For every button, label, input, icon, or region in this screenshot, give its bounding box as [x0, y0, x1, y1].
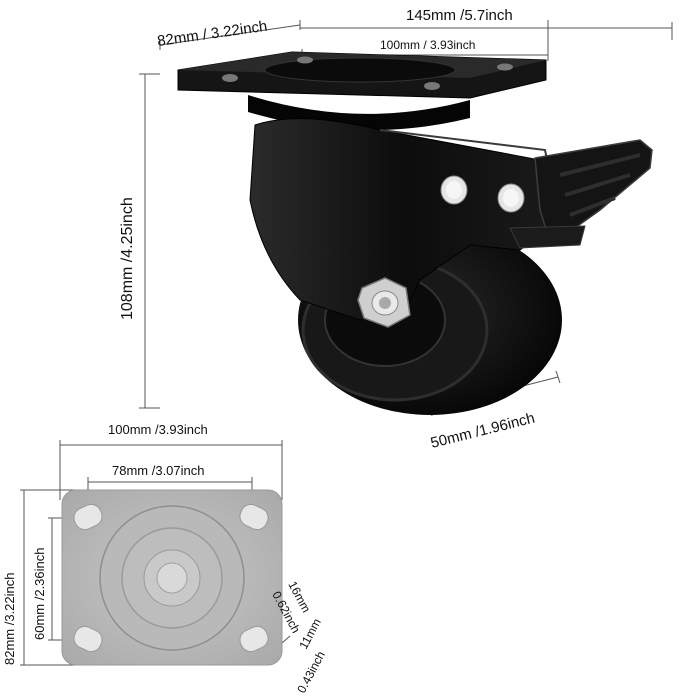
wheel-width-label: 50mm /1.96inch [429, 410, 537, 452]
mounting-plate-bottom-view [61, 489, 283, 666]
hole-spacing-y-label: 60mm /2.36inch [32, 548, 47, 641]
caster-illustration [177, 51, 653, 415]
mounting-slot [239, 503, 269, 531]
mounting-slot [73, 625, 103, 653]
fork [249, 118, 561, 321]
hole-spacing-x-label: 78mm /3.07inch [112, 463, 205, 478]
slot-width-mm-label: 11mm [296, 616, 324, 651]
overall-length-label: 145mm /5.7inch [406, 7, 513, 24]
top-plate-width-label: 82mm / 3.22inch [156, 18, 268, 50]
mounting-slot [239, 625, 269, 653]
plate-hole [222, 74, 238, 82]
plate-width-bottom-label: 100mm /3.93inch [108, 422, 208, 437]
mounting-slot [73, 503, 103, 531]
hole-spacing-top-label: 100mm / 3.93inch [380, 38, 475, 52]
plate-height-bottom-label: 82mm /3.22inch [2, 573, 17, 666]
slot-width-inch-label: 0.43inch [294, 649, 328, 696]
height-label: 108mm /4.25inch [119, 197, 136, 320]
plate-hole [297, 56, 313, 64]
plate-hole [497, 63, 513, 71]
plate-hole [424, 82, 440, 90]
